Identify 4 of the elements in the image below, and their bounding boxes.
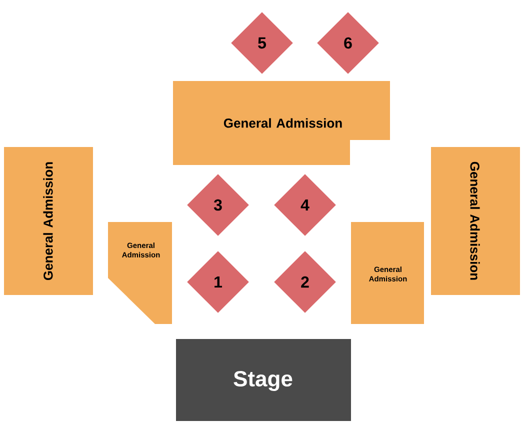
seating-area: General Admission: [173, 81, 390, 165]
stage-block: Stage: [176, 338, 351, 421]
seating-area: General Admission: [4, 147, 93, 295]
seating-area: General Admission: [431, 147, 520, 295]
